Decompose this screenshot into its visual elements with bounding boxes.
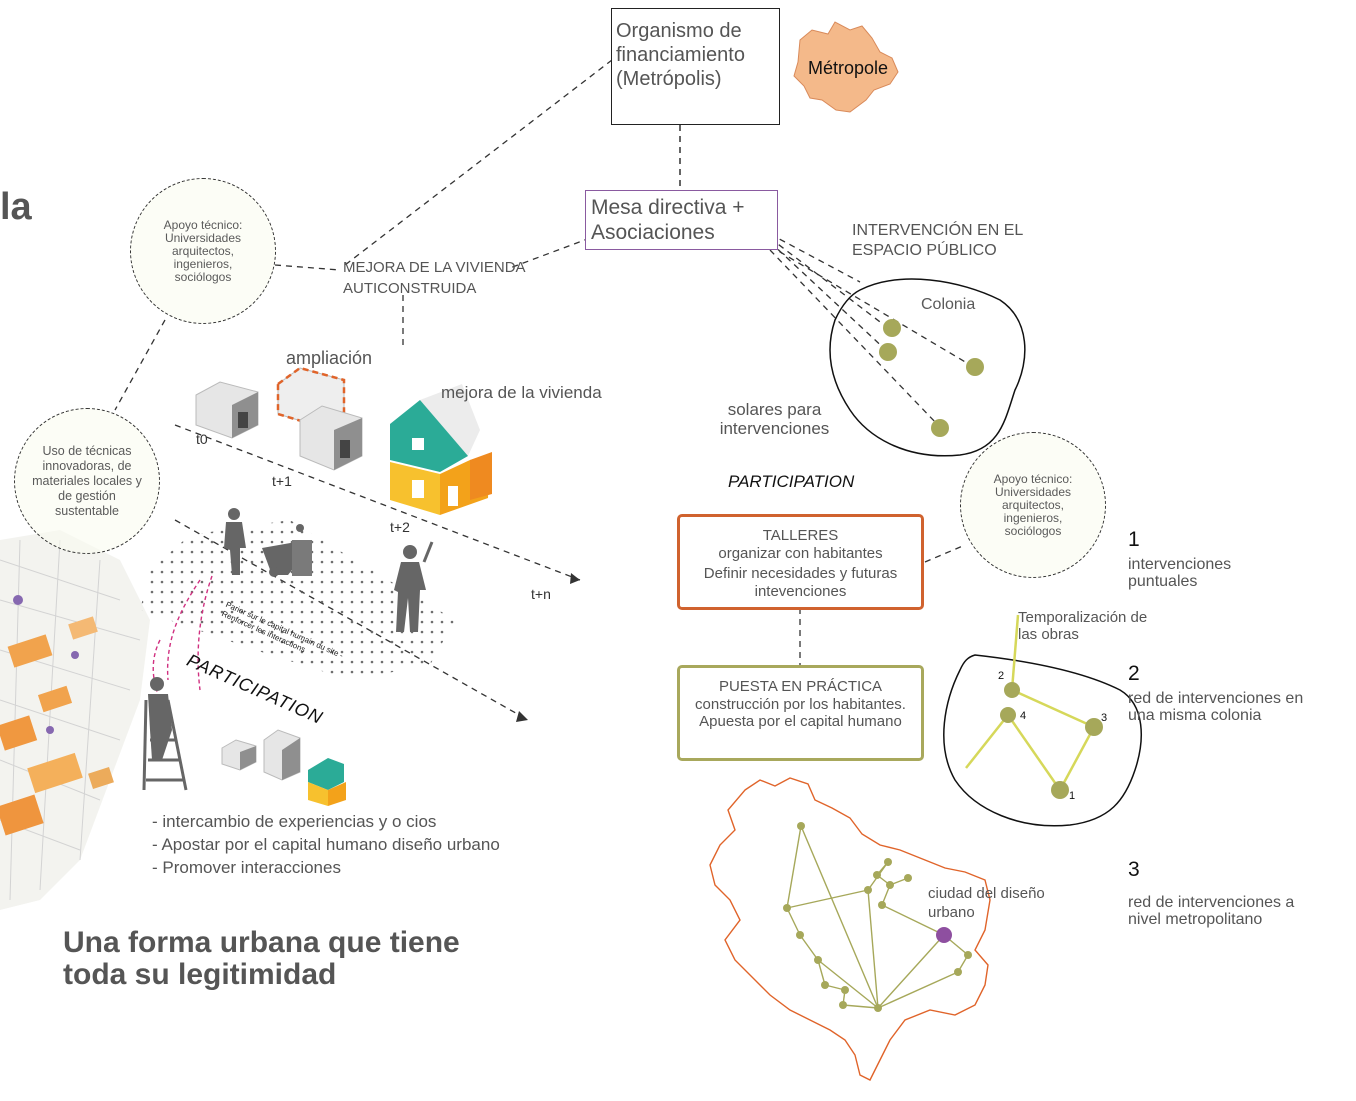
bullet-item: - intercambio de experiencias y o cios: [152, 812, 437, 831]
legend-text-1: intervenciones puntuales: [1128, 556, 1232, 590]
talleres-title: TALLERES: [762, 527, 839, 544]
legend-number-1: 1: [1128, 528, 1140, 551]
tecnicas-text: Uso de técnicas innovadoras, de material…: [32, 443, 142, 518]
mejora-autoconstruida-label: MEJORA DE LA VIVIENDA AUTICONSTRUIDA: [343, 259, 525, 297]
bullet-item: - Promover interacciones: [152, 858, 341, 877]
ciudad-diseno-label: ciudad del diseño urbano: [928, 885, 1045, 921]
ampliacion-label: ampliación: [286, 348, 373, 368]
legend-text-3: red de intervenciones a nivel metropolit…: [1128, 894, 1295, 928]
time-label-t1: t+1: [272, 473, 292, 489]
talleres-line2: Definir necesidades y futuras intevencio…: [703, 565, 898, 600]
metropolitan-network-nodes: [783, 822, 972, 1012]
puesta-title: PUESTA EN PRÁCTICA: [718, 678, 883, 695]
small-houses-row: [221, 729, 346, 806]
talleres-line1: organizar con habitantes: [718, 545, 883, 562]
participation-right-label: PARTICIPATION: [728, 472, 855, 491]
conclusion-heading: Una forma urbana que tiene toda su legit…: [63, 926, 460, 991]
puesta-body: construcción por los habitantes. Apuesta…: [695, 696, 906, 730]
worker-silhouettes: [148, 508, 434, 760]
bullet-list: - intercambio de experiencias y o cios -…: [152, 810, 572, 879]
apoyo-tecnico-right-circle: Apoyo técnico: Universidades arquitectos…: [960, 432, 1106, 578]
network-node-label-2: 2: [998, 670, 1005, 682]
metropole-label: Métropole: [808, 58, 889, 78]
participation-dot-field: [140, 520, 455, 680]
solares-label: solares para intervenciones: [719, 400, 830, 438]
colonia-outline: [829, 278, 1026, 457]
page-heading-fragment: la: [0, 186, 32, 228]
colonia-network-lines: [965, 614, 1096, 791]
time-label-t0: t0: [196, 431, 208, 447]
metropolitan-outline: [709, 777, 991, 1081]
legend-number-2: 2: [1128, 662, 1140, 685]
colonia-network-outline: [943, 654, 1142, 827]
mesa-directiva-box: Mesa directiva + Asociaciones: [585, 190, 778, 250]
colonia-label: Colonia: [921, 296, 976, 313]
apoyo-tecnico-right-text: Apoyo técnico: Universidades arquitectos…: [993, 471, 1073, 538]
puesta-box: PUESTA EN PRÁCTICA construcción por los …: [677, 665, 924, 761]
colonia-network-nodes: [1000, 682, 1103, 799]
house-t2: [390, 384, 492, 515]
ciudad-diseno-node: [936, 927, 952, 943]
espacio-publico-label: INTERVENCIÓN EN EL ESPACIO PÚBLICO: [852, 222, 1023, 259]
network-node-label-1: 1: [1069, 790, 1076, 802]
apoyo-tecnico-left-text: Apoyo técnico: Universidades arquitectos…: [163, 217, 243, 284]
financing-box: Organismo de financiamiento (Metrópolis): [611, 8, 780, 125]
house-t1: [276, 366, 363, 471]
tecnicas-circle: Uso de técnicas innovadoras, de material…: [14, 408, 160, 554]
time-label-t2: t+2: [390, 519, 410, 535]
legend-text-2: red de intervenciones en una misma colon…: [1128, 690, 1304, 724]
financing-box-label: Organismo de financiamiento (Metrópolis): [616, 20, 745, 90]
bullet-item: - Apostar por el capital humano diseño u…: [152, 835, 500, 854]
mesa-directiva-label: Mesa directiva + Asociaciones: [591, 196, 745, 244]
talleres-box: TALLERES organizar con habitantes Defini…: [677, 514, 924, 610]
mejora-vivienda-label: mejora de la vivienda: [441, 383, 602, 402]
house-t0: [195, 381, 259, 439]
network-node-label-3: 3: [1101, 712, 1108, 724]
metropole-shape: [793, 21, 899, 113]
time-label-tn: t+n: [531, 586, 551, 602]
legend-number-3: 3: [1128, 858, 1140, 881]
ladder: [142, 699, 188, 791]
left-map-collage: [0, 530, 150, 910]
temporalizacion-label: Temporalización de las obras: [1018, 609, 1148, 643]
network-node-label-4: 4: [1020, 710, 1027, 722]
apoyo-tecnico-left-circle: Apoyo técnico: Universidades arquitectos…: [130, 178, 276, 324]
colonia-points: [879, 319, 984, 437]
